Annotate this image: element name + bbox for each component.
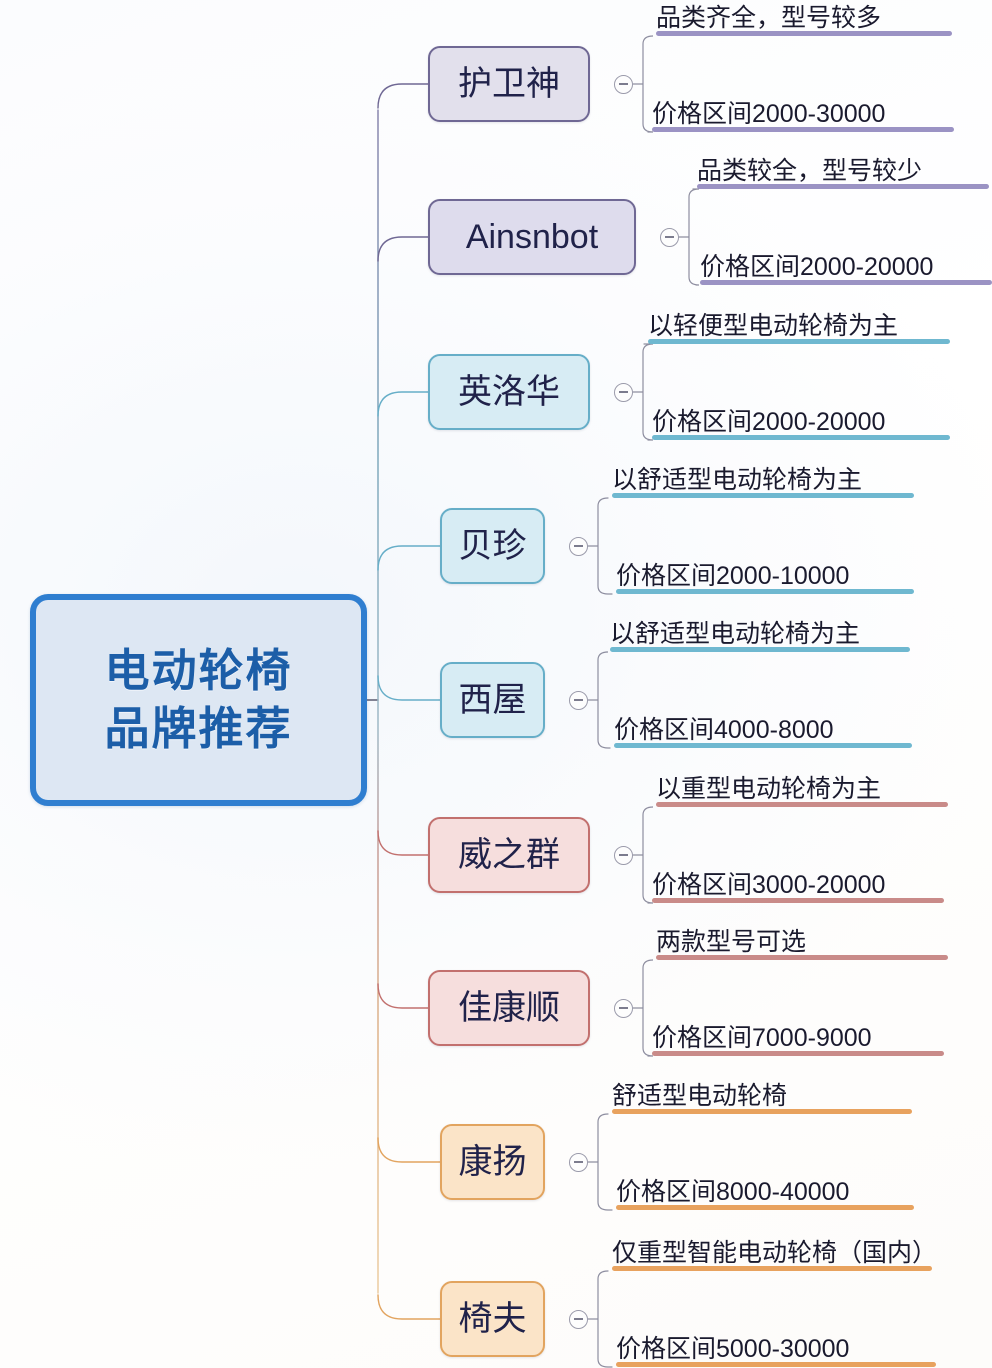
collapse-minus-icon-7[interactable] xyxy=(614,998,633,1018)
feature-item-8[interactable]: 舒适型电动轮椅 xyxy=(612,1070,912,1114)
feature-item-3[interactable]: 以轻便型电动轮椅为主 xyxy=(648,300,950,344)
price-item-label: 价格区间2000-10000 xyxy=(616,562,850,590)
feature-item-label: 仅重型智能电动轮椅（国内） xyxy=(612,1239,938,1267)
brand-node-7[interactable]: 佳康顺 xyxy=(428,970,590,1046)
collapse-minus-icon-2[interactable] xyxy=(660,227,679,247)
collapse-minus-icon-5[interactable] xyxy=(569,690,588,710)
collapse-minus-icon-9[interactable] xyxy=(569,1309,588,1329)
brand-node-4[interactable]: 贝珍 xyxy=(440,508,545,584)
brand-node-6[interactable]: 威之群 xyxy=(428,817,590,893)
feature-item-rule xyxy=(612,1266,932,1271)
price-item-label: 价格区间2000-20000 xyxy=(700,253,934,281)
price-item-4[interactable]: 价格区间2000-10000 xyxy=(616,550,914,594)
brand-node-label: 佳康顺 xyxy=(458,989,560,1027)
collapse-minus-icon-3[interactable] xyxy=(614,382,633,402)
minus-glyph xyxy=(619,391,628,393)
feature-item-label: 以轻便型电动轮椅为主 xyxy=(648,312,899,340)
brand-node-label: 西屋 xyxy=(458,681,527,719)
brand-node-5[interactable]: 西屋 xyxy=(440,662,545,738)
price-item-rule xyxy=(700,280,992,285)
price-item-rule xyxy=(616,1362,936,1367)
brand-node-8[interactable]: 康扬 xyxy=(440,1124,545,1200)
feature-item-label: 品类较全，型号较少 xyxy=(697,157,923,185)
price-item-label: 价格区间2000-20000 xyxy=(652,408,886,436)
price-item-rule xyxy=(614,743,912,748)
feature-item-label: 以舒适型电动轮椅为主 xyxy=(612,466,863,494)
brand-node-3[interactable]: 英洛华 xyxy=(428,354,590,430)
minus-glyph xyxy=(619,83,628,85)
brand-node-9[interactable]: 椅夫 xyxy=(440,1281,545,1357)
price-item-5[interactable]: 价格区间4000-8000 xyxy=(614,704,912,748)
feature-item-label: 两款型号可选 xyxy=(656,928,807,956)
minus-glyph xyxy=(574,1318,583,1320)
price-item-label: 价格区间3000-20000 xyxy=(652,871,886,899)
collapse-minus-icon-1[interactable] xyxy=(614,74,633,94)
feature-item-rule xyxy=(612,1109,912,1114)
price-item-label: 价格区间5000-30000 xyxy=(616,1335,850,1363)
price-item-rule xyxy=(652,435,950,440)
brand-node-label: 康扬 xyxy=(458,1143,527,1181)
minus-glyph xyxy=(574,545,583,547)
feature-item-7[interactable]: 两款型号可选 xyxy=(656,916,948,960)
brand-node-label: 椅夫 xyxy=(458,1300,527,1338)
feature-item-5[interactable]: 以舒适型电动轮椅为主 xyxy=(610,608,910,652)
brand-node-label: 英洛华 xyxy=(458,373,560,411)
feature-item-rule xyxy=(697,184,989,189)
brand-node-label: 贝珍 xyxy=(458,527,527,565)
feature-item-rule xyxy=(656,802,948,807)
price-item-rule xyxy=(652,1051,944,1056)
price-item-label: 价格区间7000-9000 xyxy=(652,1024,872,1052)
price-item-9[interactable]: 价格区间5000-30000 xyxy=(616,1323,936,1367)
minus-glyph xyxy=(574,699,583,701)
feature-item-6[interactable]: 以重型电动轮椅为主 xyxy=(656,763,948,807)
collapse-minus-icon-8[interactable] xyxy=(569,1152,588,1172)
price-item-3[interactable]: 价格区间2000-20000 xyxy=(652,396,950,440)
feature-item-label: 舒适型电动轮椅 xyxy=(612,1082,788,1110)
feature-item-9[interactable]: 仅重型智能电动轮椅（国内） xyxy=(612,1227,937,1271)
collapse-minus-icon-4[interactable] xyxy=(569,536,588,556)
feature-item-label: 以重型电动轮椅为主 xyxy=(656,775,882,803)
price-item-rule xyxy=(652,898,944,903)
price-item-label: 价格区间2000-30000 xyxy=(652,100,886,128)
price-item-2[interactable]: 价格区间2000-20000 xyxy=(700,241,992,285)
price-item-rule xyxy=(616,589,914,594)
price-item-label: 价格区间8000-40000 xyxy=(616,1178,850,1206)
price-item-7[interactable]: 价格区间7000-9000 xyxy=(652,1012,944,1056)
minus-glyph xyxy=(619,1007,628,1009)
price-item-8[interactable]: 价格区间8000-40000 xyxy=(616,1166,914,1210)
feature-item-rule xyxy=(648,339,950,344)
price-item-rule xyxy=(652,127,954,132)
feature-item-rule xyxy=(656,955,948,960)
feature-item-4[interactable]: 以舒适型电动轮椅为主 xyxy=(612,454,914,498)
minus-glyph xyxy=(665,236,674,238)
feature-item-rule xyxy=(612,493,914,498)
price-item-label: 价格区间4000-8000 xyxy=(614,716,834,744)
price-item-1[interactable]: 价格区间2000-30000 xyxy=(652,88,954,132)
minus-glyph xyxy=(619,854,628,856)
root-node[interactable]: 电动轮椅 品牌推荐 xyxy=(30,594,367,806)
feature-item-1[interactable]: 品类齐全，型号较多 xyxy=(656,0,952,36)
price-item-6[interactable]: 价格区间3000-20000 xyxy=(652,859,944,903)
price-item-rule xyxy=(616,1205,914,1210)
root-node-label: 电动轮椅 品牌推荐 xyxy=(104,645,293,754)
feature-item-2[interactable]: 品类较全，型号较少 xyxy=(697,145,989,189)
brand-node-label: 护卫神 xyxy=(458,65,560,103)
brand-node-label: 威之群 xyxy=(458,836,560,874)
feature-item-rule xyxy=(656,31,952,36)
brand-node-1[interactable]: 护卫神 xyxy=(428,46,590,122)
feature-item-label: 品类齐全，型号较多 xyxy=(656,4,882,32)
minus-glyph xyxy=(574,1161,583,1163)
brand-node-label: Ainsnbot xyxy=(465,218,599,256)
collapse-minus-icon-6[interactable] xyxy=(614,845,633,865)
brand-node-2[interactable]: Ainsnbot xyxy=(428,199,636,275)
feature-item-label: 以舒适型电动轮椅为主 xyxy=(610,620,861,648)
feature-item-rule xyxy=(610,647,910,652)
